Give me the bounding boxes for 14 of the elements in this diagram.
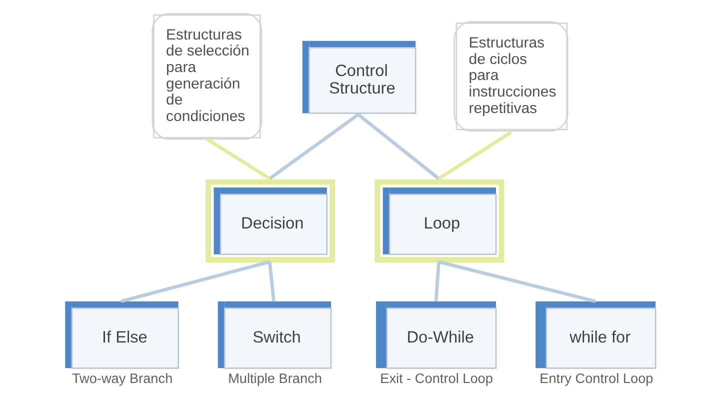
connector [120, 260, 270, 303]
node-label: Exit - Control Loop [380, 371, 493, 386]
connector [268, 113, 360, 180]
connector [438, 130, 512, 180]
node-label: Multiple Branch [228, 371, 322, 386]
node-label: Two-way Branch [72, 371, 173, 386]
connector [434, 262, 440, 302]
node-box: Decision [206, 179, 336, 262]
connector [357, 113, 440, 180]
node-label: Entry Control Loop [540, 371, 654, 386]
node-box: Loop [374, 179, 504, 262]
connector [268, 262, 276, 302]
connector [438, 260, 596, 303]
connector [206, 138, 271, 180]
